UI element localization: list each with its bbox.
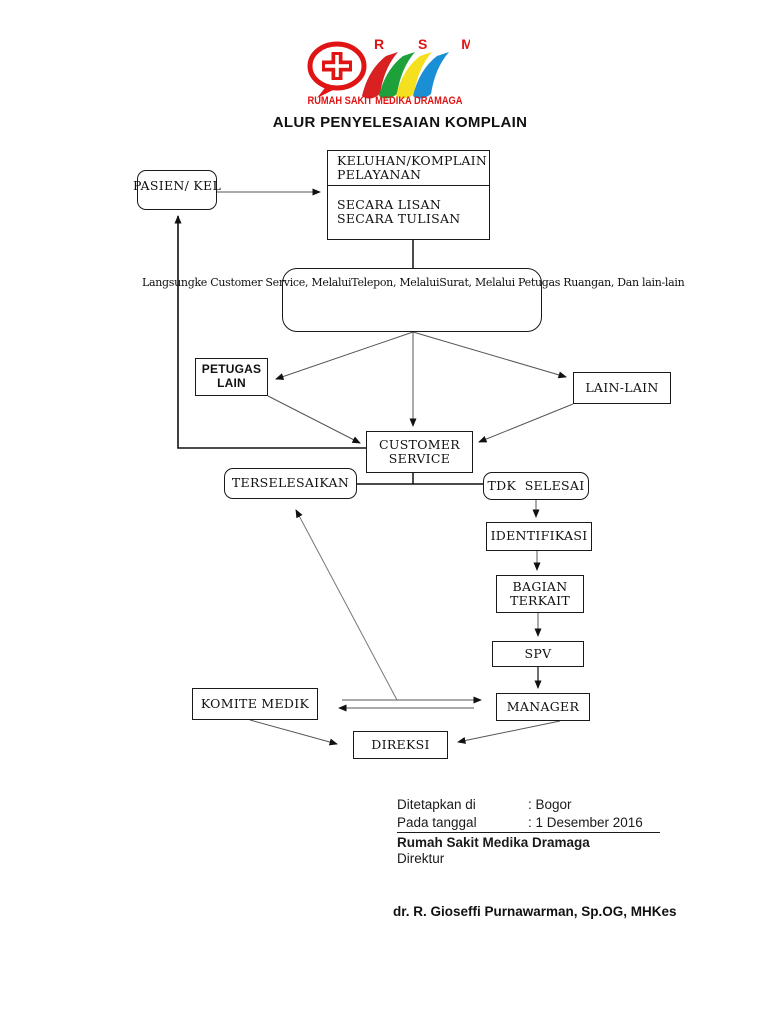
node-label: SPV	[524, 645, 552, 661]
ditetapkan-row: Ditetapkan di : Bogor	[397, 796, 660, 814]
organization-name: Rumah Sakit Medika Dramaga	[397, 835, 590, 850]
node-label: KELUHAN/KOMPLAIN	[337, 153, 488, 168]
hospital-name: RUMAH SAKIT MEDIKA DRAMAGA	[308, 95, 463, 107]
page-title: ALUR PENYELESAIAN KOMPLAIN	[272, 114, 528, 131]
node-komite-medik: KOMITE MEDIK	[192, 688, 318, 720]
node-customer-service: CUSTOMER SERVICE	[366, 431, 473, 473]
node-label: KOMITE MEDIK	[200, 695, 310, 711]
ditetapkan-value: : Bogor	[528, 797, 572, 812]
node-pasien-kel: PASIEN/ KEL	[133, 170, 221, 210]
node-label: TDK SELESAI	[487, 477, 585, 493]
node-label: BAGIAN	[512, 578, 568, 594]
node-label: CUSTOMER	[379, 436, 460, 452]
node-label: PELAYANAN	[337, 167, 422, 183]
medical-cross-icon	[307, 41, 367, 98]
node-channel-box	[282, 268, 542, 332]
node-label: SECARA LISAN	[337, 196, 442, 212]
node-label: DIREKSI	[371, 736, 430, 752]
ditetapkan-label: Ditetapkan di	[397, 797, 476, 812]
node-label: LAIN	[217, 376, 246, 390]
tanggal-row: Pada tanggal : 1 Desember 2016	[397, 814, 660, 833]
node-direksi: DIREKSI	[353, 731, 448, 759]
tanggal-label: Pada tanggal	[397, 815, 477, 830]
logo-acronym: R S M D	[374, 36, 470, 52]
node-terselesaikan: TERSELESAIKAN	[224, 468, 357, 499]
node-identifikasi: IDENTIFIKASI	[486, 522, 592, 551]
director-role: Direktur	[397, 851, 445, 866]
node-bagian-terkait: BAGIAN TERKAIT	[496, 575, 584, 613]
node-keluhan-komplain: KELUHAN/KOMPLAIN PELAYANAN SECARA LISAN …	[327, 150, 490, 240]
node-label: PASIEN/ KEL	[132, 177, 222, 193]
node-label: TERKAIT	[509, 593, 571, 608]
node-manager: MANAGER	[496, 693, 590, 721]
logo-swooshes	[362, 52, 449, 99]
node-label: IDENTIFIKASI	[490, 528, 588, 544]
tanggal-value: : 1 Desember 2016	[528, 815, 643, 830]
node-spv: SPV	[492, 641, 584, 667]
node-label: SERVICE	[388, 451, 451, 466]
node-label: LAIN-LAIN	[585, 379, 659, 395]
node-label: TERSELESAIKAN	[231, 475, 350, 491]
signature-block: Ditetapkan di : Bogor Pada tanggal : 1 D…	[397, 796, 660, 866]
node-label: MANAGER	[506, 698, 580, 714]
node-label: PETUGAS	[201, 362, 262, 377]
signatory-name: dr. R. Gioseffi Purnawarman, Sp.OG, MHKe…	[393, 904, 677, 919]
hospital-logo: R S M D RUMAH SAKIT MEDIKA DRAMAGA	[307, 36, 470, 107]
node-tdk-selesai: TDK SELESAI	[483, 472, 589, 500]
channel-note-text: Langsungke Customer Service, MelaluiTele…	[142, 276, 685, 289]
node-petugas-lain: PETUGAS LAIN	[195, 358, 268, 396]
node-label: SECARA TULISAN	[337, 211, 461, 227]
node-lain-lain: LAIN-LAIN	[573, 372, 671, 404]
